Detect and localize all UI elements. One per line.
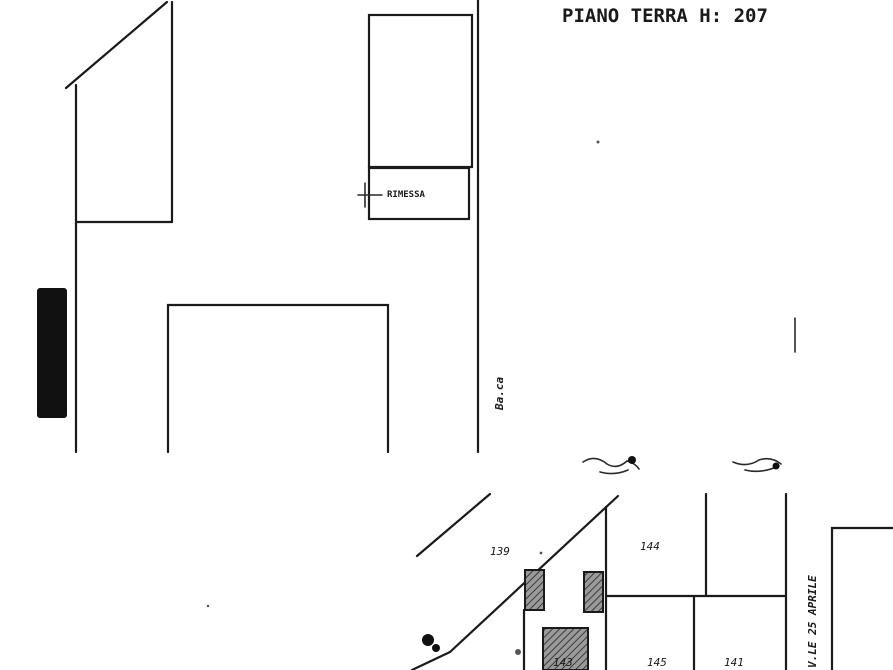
cadastral-map: 139 144 143 145 141 V.LE 25 APRILE: [206, 456, 893, 670]
upper-right-room: [367, 13, 474, 169]
side-label: Ba.ca: [493, 377, 506, 411]
ink-speck: [539, 551, 543, 555]
rimessa-room: [367, 166, 471, 221]
tree-icon: [422, 634, 440, 652]
parcel-boundary-diagonal: [415, 492, 492, 558]
ink-speck: [515, 649, 521, 655]
hatched-building: [583, 571, 604, 613]
parcel-number: 145: [647, 656, 667, 669]
street-edge: [830, 526, 893, 670]
ground-floor-plan: RIMESSA Ba.ca: [37, 0, 796, 454]
parcel-number: 139: [490, 545, 510, 558]
central-room: [166, 303, 390, 454]
tree-icon: [582, 456, 640, 475]
street-name: V.LE 25 APRILE: [806, 575, 819, 668]
roof-slope-line: [64, 0, 169, 90]
parcel-number: 143: [553, 656, 573, 669]
plan-title: PIANO TERRA H: 207: [562, 5, 768, 27]
ink-speck: [596, 140, 600, 144]
ink-speck: [206, 604, 210, 608]
tree-icon: [732, 457, 782, 473]
parcel-boundary-diagonal: [410, 650, 452, 670]
parcel-number: 144: [640, 540, 660, 553]
hatched-building: [524, 569, 545, 611]
dark-wall-element: [37, 288, 67, 418]
rimessa-label: RIMESSA: [387, 190, 426, 200]
hatched-building: [542, 627, 589, 670]
parcel-number: 141: [724, 656, 744, 669]
